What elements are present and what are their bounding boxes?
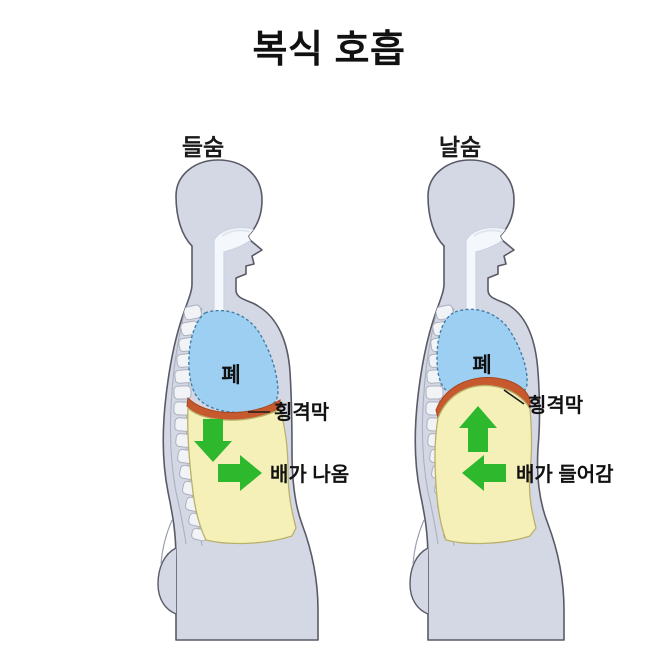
panel-heading-inhale: 들숨 xyxy=(181,134,225,160)
buttock-contour-exhale xyxy=(409,547,429,615)
lower-back-crease-exhale xyxy=(412,519,425,565)
nasal-cavity-exhale xyxy=(473,229,503,237)
nasal-cavity-inhale xyxy=(221,229,251,237)
lung-label-inhale: 폐 xyxy=(221,364,240,387)
diaphragm-label-exhale: 횡격막 xyxy=(528,393,584,417)
diaphragm-arrow-up-exhale xyxy=(459,406,497,452)
belly-arrow-left-exhale xyxy=(462,455,506,491)
panel-heading-exhale: 날숨 xyxy=(438,134,482,160)
buttock-contour-inhale xyxy=(157,547,177,615)
motion-label-exhale: 배가 들어감 xyxy=(516,463,614,486)
diaphragm-arrow-down-inhale xyxy=(194,419,232,462)
lung-label-exhale: 폐 xyxy=(472,354,491,377)
belly-arrow-right-inhale xyxy=(218,455,262,491)
diaphragm-leader-exhale xyxy=(503,389,525,405)
page-title: 복식 호흡 xyxy=(252,29,406,71)
diaphragm-label-inhale: 횡격막 xyxy=(274,400,330,424)
motion-label-inhale: 배가 나옴 xyxy=(270,463,349,486)
lower-back-crease-inhale xyxy=(160,519,173,565)
